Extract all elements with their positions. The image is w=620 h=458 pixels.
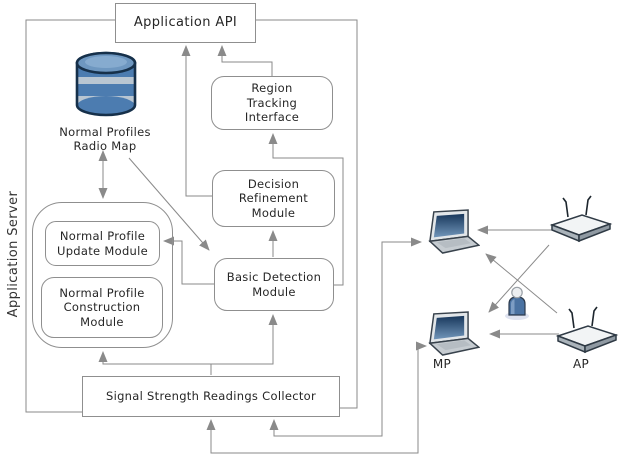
profile-modules-group bbox=[32, 202, 173, 348]
application-server-label: Application Server bbox=[6, 190, 21, 318]
arrow-bdm-to-update bbox=[163, 236, 214, 285]
laptop-top-icon bbox=[428, 209, 480, 254]
node-normal-profile-update-module: Normal Profile Update Module bbox=[45, 221, 160, 266]
laptop-bottom-icon bbox=[428, 311, 480, 356]
arrow-collector-laptop-top bbox=[269, 237, 422, 437]
node-normal-profile-construction-module: Normal Profile Construction Module bbox=[41, 277, 163, 338]
arrow-apbottom-to-laptoptop bbox=[485, 253, 558, 314]
node-signal-strength-readings-collector: Signal Strength Readings Collector bbox=[82, 376, 340, 417]
person-icon bbox=[505, 286, 529, 320]
arrow-collector-to-container bbox=[98, 351, 211, 365]
arrow-rti-to-api bbox=[217, 45, 273, 77]
node-application-api: Application API bbox=[115, 3, 256, 43]
arrow-drm-to-api bbox=[181, 45, 212, 197]
node-basic-detection-module: Basic Detection Module bbox=[214, 258, 334, 311]
ap-label: AP bbox=[572, 357, 590, 371]
arrows bbox=[98, 45, 559, 454]
mp-label: MP bbox=[432, 357, 452, 371]
database-icon bbox=[75, 51, 137, 117]
arrow-collector-to-bdm bbox=[211, 314, 278, 365]
arrow-collector-laptop-bottom bbox=[206, 341, 427, 454]
access-point-bottom-icon bbox=[555, 306, 619, 354]
access-point-top-icon bbox=[549, 195, 613, 243]
node-region-tracking-interface: Region Tracking Interface bbox=[211, 76, 333, 130]
arrow-radiomap-to-bdm bbox=[128, 157, 210, 251]
arrow-aptop-to-laptopbottom bbox=[488, 244, 550, 313]
radio-map-caption: Normal Profiles Radio Map bbox=[59, 125, 151, 154]
node-decision-refinement-module: Decision Refinement Module bbox=[212, 170, 335, 227]
